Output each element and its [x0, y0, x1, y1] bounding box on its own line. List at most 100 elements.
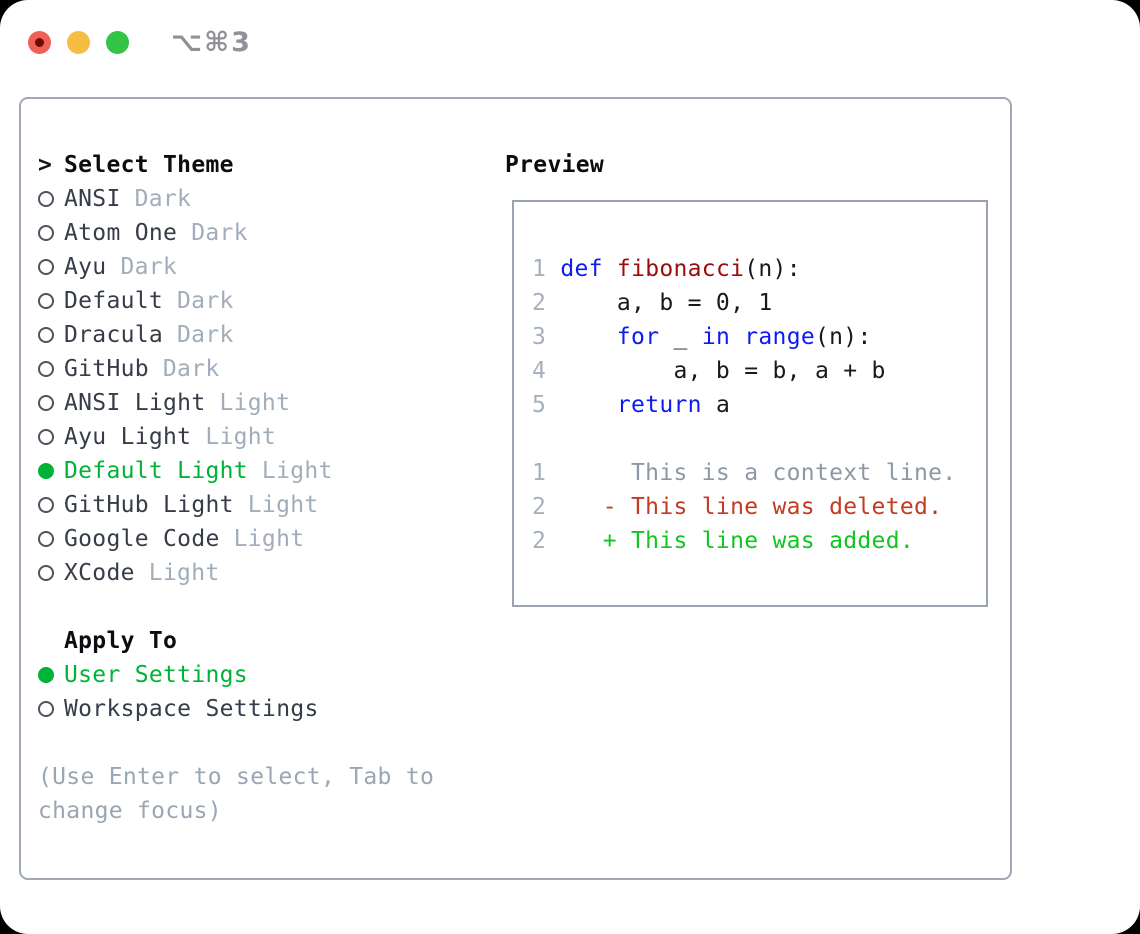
line-number: 3 — [532, 324, 547, 350]
theme-option-default-dark[interactable]: Default Dark — [38, 284, 488, 318]
diff-added-text: + This line was added. — [546, 528, 914, 554]
zoom-button[interactable] — [106, 31, 129, 54]
code-text: _ — [659, 324, 702, 350]
radio-icon — [38, 259, 54, 275]
theme-option-label: Google Code — [64, 526, 220, 552]
line-number: 2 — [532, 494, 547, 520]
apply-option-label: Workspace Settings — [64, 696, 319, 722]
theme-option-ansi-dark[interactable]: ANSI Dark — [38, 182, 488, 216]
theme-option-tag: Dark — [134, 186, 192, 212]
theme-selector: > Select Theme ANSI Dark Atom One Dark A… — [38, 148, 488, 828]
code-text: (n): — [744, 256, 801, 282]
radio-selected-icon — [38, 667, 54, 683]
theme-option-tag: Light — [148, 560, 220, 586]
code-keyword: range — [744, 324, 816, 350]
code-function-name: fibonacci — [616, 256, 745, 282]
close-dot-icon — [35, 38, 44, 47]
window-shortcut-label: ⌥⌘3 — [171, 27, 252, 58]
theme-option-label: GitHub Light — [64, 492, 234, 518]
code-preview: 1 def fibonacci(n): 2 a, b = 0, 1 3 for … — [514, 202, 986, 558]
theme-option-github-light[interactable]: GitHub Light Light — [38, 488, 488, 522]
code-text: a, b = b, a + b — [546, 358, 886, 384]
theme-option-tag: Dark — [162, 356, 220, 382]
theme-option-label: GitHub — [64, 356, 149, 382]
diff-deleted-text: - This line was deleted. — [546, 494, 943, 520]
code-text: (n): — [815, 324, 872, 350]
apply-option-label: User Settings — [64, 662, 248, 688]
theme-option-label: ANSI Light — [64, 390, 206, 416]
spacer-row — [38, 726, 488, 760]
theme-option-atom-one-dark[interactable]: Atom One Dark — [38, 216, 488, 250]
apply-to-title: Apply To — [64, 628, 178, 654]
code-keyword: return — [616, 392, 702, 418]
theme-option-google-code-light[interactable]: Google Code Light — [38, 522, 488, 556]
radio-icon — [38, 701, 54, 717]
theme-menu-title: Select Theme — [64, 152, 234, 178]
theme-option-label: XCode — [64, 560, 135, 586]
diff-context-line: 1 This is a context line. — [532, 456, 986, 490]
radio-icon — [38, 565, 54, 581]
code-text — [546, 324, 617, 350]
code-text: a, b = 0, 1 — [546, 290, 773, 316]
spacer-row — [38, 590, 488, 624]
theme-option-tag: Light — [205, 424, 277, 450]
theme-option-xcode-light[interactable]: XCode Light — [38, 556, 488, 590]
theme-option-tag: Light — [247, 492, 319, 518]
minimize-button[interactable] — [67, 31, 90, 54]
theme-option-label: Atom One — [64, 220, 178, 246]
radio-icon — [38, 327, 54, 343]
theme-option-ayu-light[interactable]: Ayu Light Light — [38, 420, 488, 454]
close-button[interactable] — [28, 31, 51, 54]
radio-icon — [38, 531, 54, 547]
theme-option-tag: Light — [233, 526, 305, 552]
apply-option-user-settings[interactable]: User Settings — [38, 658, 488, 692]
theme-option-tag: Light — [219, 390, 291, 416]
radio-selected-icon — [38, 463, 54, 479]
theme-option-dracula-dark[interactable]: Dracula Dark — [38, 318, 488, 352]
preview-pane: 1 def fibonacci(n): 2 a, b = 0, 1 3 for … — [512, 200, 988, 607]
code-text: a — [701, 392, 731, 418]
theme-option-ayu-dark[interactable]: Ayu Dark — [38, 250, 488, 284]
theme-option-tag: Dark — [191, 220, 248, 246]
main-panel: > Select Theme ANSI Dark Atom One Dark A… — [19, 97, 1012, 880]
theme-option-label: Ayu Light — [64, 424, 192, 450]
code-line-blank — [532, 422, 986, 456]
radio-icon — [38, 191, 54, 207]
theme-option-label: ANSI — [64, 186, 121, 212]
line-number: 2 — [532, 290, 547, 316]
titlebar: ⌥⌘3 — [28, 27, 252, 58]
theme-option-label: Default Light — [64, 458, 248, 484]
theme-option-tag: Light — [261, 458, 333, 484]
code-text — [603, 256, 617, 282]
code-text — [546, 392, 617, 418]
theme-menu-header: > Select Theme — [38, 148, 488, 182]
radio-icon — [38, 225, 54, 241]
theme-option-default-light[interactable]: Default Light Light — [38, 454, 488, 488]
theme-option-tag: Dark — [120, 254, 178, 280]
apply-option-workspace-settings[interactable]: Workspace Settings — [38, 692, 488, 726]
diff-context-text: This is a context line. — [546, 460, 957, 486]
code-text — [730, 324, 744, 350]
code-line: 3 for _ in range(n): — [532, 320, 986, 354]
code-line: 5 return a — [532, 388, 986, 422]
radio-icon — [38, 293, 54, 309]
theme-option-label: Dracula — [64, 322, 164, 348]
line-number: 4 — [532, 358, 547, 384]
theme-option-label: Default — [64, 288, 164, 314]
code-keyword: in — [701, 324, 731, 350]
help-text-line-2: change focus) — [38, 798, 222, 824]
theme-option-github-dark[interactable]: GitHub Dark — [38, 352, 488, 386]
diff-deleted-line: 2 - This line was deleted. — [532, 490, 986, 524]
radio-icon — [38, 361, 54, 377]
prompt-icon: > — [38, 152, 53, 178]
code-text — [546, 256, 560, 282]
theme-option-ansi-light[interactable]: ANSI Light Light — [38, 386, 488, 420]
theme-option-tag: Dark — [177, 322, 234, 348]
theme-option-label: Ayu — [64, 254, 107, 280]
radio-icon — [38, 429, 54, 445]
code-line: 4 a, b = b, a + b — [532, 354, 986, 388]
line-number: 1 — [532, 256, 547, 282]
radio-icon — [38, 497, 54, 513]
diff-added-line: 2 + This line was added. — [532, 524, 986, 558]
